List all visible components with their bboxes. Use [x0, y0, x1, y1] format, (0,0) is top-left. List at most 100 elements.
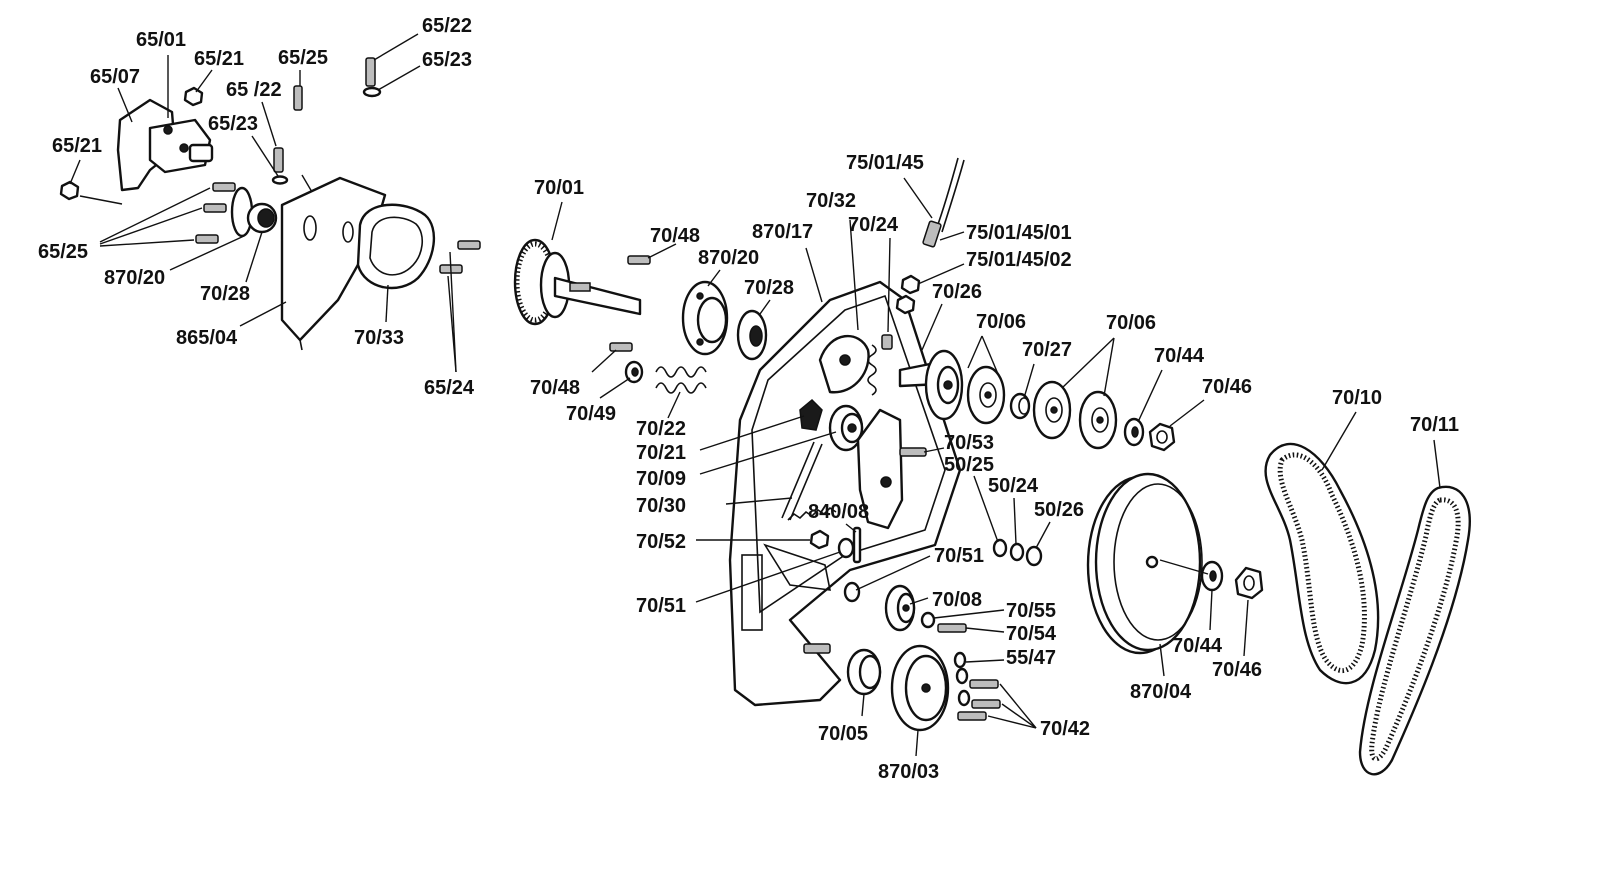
nut-75-01-45-02	[895, 274, 921, 315]
callout-70-05: 70/05	[818, 723, 868, 745]
callout-50-25: 50/25	[944, 454, 994, 476]
callout-70-49: 70/49	[566, 403, 616, 425]
callout-65-22-top: 65/22	[422, 15, 472, 37]
leader-lines	[69, 33, 1441, 757]
callout-840-08: 840/08	[808, 501, 869, 523]
callout-70-28-left: 70/28	[200, 283, 250, 305]
callout-70-27: 70/27	[1022, 339, 1072, 361]
callout-70-24: 70/24	[848, 214, 899, 236]
callout-70-52: 70/52	[636, 531, 686, 553]
washer-70-44-right	[1200, 560, 1224, 592]
callout-70-54: 70/54	[1006, 623, 1057, 645]
callout-65-21-top: 65/21	[194, 48, 244, 70]
callout-75-01-45-01: 75/01/45/01	[966, 222, 1072, 244]
callout-870-04: 870/04	[1130, 681, 1192, 703]
callout-65-22-mid: 65 /22	[226, 79, 282, 101]
latch-70-21	[799, 398, 823, 431]
gearbox-housing	[116, 98, 214, 192]
callout-70-46-bottom: 70/46	[1212, 659, 1262, 681]
callout-65-23-top: 65/23	[422, 49, 472, 71]
screws-65-24	[439, 240, 481, 274]
bearing-70-28-center	[736, 309, 768, 361]
callout-865-04: 865/04	[176, 327, 238, 349]
callout-70-09: 70/09	[636, 468, 686, 490]
cable-75-01-45	[922, 157, 965, 248]
callout-70-32: 70/32	[806, 190, 856, 212]
spring-70-24	[867, 344, 877, 396]
belt-70-11	[1358, 485, 1471, 776]
callout-70-06-right: 70/06	[1106, 312, 1156, 334]
callout-870-20-left: 870/20	[104, 267, 165, 289]
pulley-870-03	[890, 644, 950, 732]
callout-50-26: 50/26	[1034, 499, 1084, 521]
pulley-halves-70-06	[966, 365, 1118, 450]
nut-70-52	[809, 529, 830, 550]
callout-70-51-left: 70/51	[636, 595, 686, 617]
belt-70-10	[1264, 442, 1380, 685]
callout-50-24: 50/24	[988, 475, 1039, 497]
callout-70-01: 70/01	[534, 177, 584, 199]
spring-70-22	[655, 366, 707, 394]
bolts-70-42	[955, 667, 1001, 721]
washer-70-49	[624, 360, 644, 384]
bolt-70-54	[920, 611, 967, 633]
callout-70-55: 70/55	[1006, 600, 1056, 622]
callout-70-08: 70/08	[932, 589, 982, 611]
drive-shaft-70-01	[513, 238, 642, 326]
callout-70-11: 70/11	[1410, 414, 1459, 436]
washers-50-24-50-25-50-26	[992, 538, 1043, 567]
callout-70-21: 70/21	[636, 442, 686, 464]
callout-70-42: 70/42	[1040, 718, 1090, 740]
pulley-70-05	[846, 648, 882, 696]
callout-870-03: 870/03	[878, 761, 939, 783]
callout-65-21-left: 65/21	[52, 135, 102, 157]
callout-70-51-right: 70/51	[934, 545, 984, 567]
nut-70-46-right	[1234, 566, 1264, 600]
callout-70-10: 70/10	[1332, 387, 1382, 409]
callout-65-23-mid: 65/23	[208, 113, 258, 135]
nut-55-47	[953, 651, 967, 669]
belt-70-33	[356, 203, 436, 290]
lever-arm-70-53	[856, 408, 927, 530]
pin-840-08	[852, 526, 862, 564]
bracket-865-04	[280, 176, 387, 351]
nut-70-46	[1148, 422, 1176, 452]
washer-70-44	[1123, 417, 1145, 447]
callout-70-48-top: 70/48	[650, 225, 700, 247]
callout-70-06-left: 70/06	[976, 311, 1026, 333]
callout-70-26: 70/26	[932, 281, 982, 303]
callout-65-25-left: 65/25	[38, 241, 88, 263]
callout-870-20-center: 870/20	[698, 247, 759, 269]
shaft-70-26	[898, 349, 964, 421]
spring-70-30	[781, 441, 837, 521]
callout-65-25-top: 65/25	[278, 47, 328, 69]
callout-70-46-top: 70/46	[1202, 376, 1252, 398]
large-pulley-870-04	[1086, 472, 1203, 655]
callout-65-24: 65/24	[424, 377, 475, 399]
callout-70-44-top: 70/44	[1154, 345, 1205, 367]
bolt-65-22	[271, 57, 382, 185]
flange-870-20-center	[681, 280, 729, 356]
stud-70-51	[803, 643, 831, 654]
callout-70-48-bottom: 70/48	[530, 377, 580, 399]
callout-70-53: 70/53	[944, 432, 994, 454]
washers-70-51	[837, 537, 861, 603]
spacer-70-27	[1009, 392, 1031, 420]
tension-arm-70-32	[818, 334, 893, 394]
callout-55-47: 55/47	[1006, 647, 1056, 669]
callout-75-01-45: 75/01/45	[846, 152, 924, 174]
nut-65-21-left	[59, 180, 80, 201]
callout-65-07: 65/07	[90, 66, 140, 88]
callout-70-28-center: 70/28	[744, 277, 794, 299]
callout-labels: 65/01 65/07 65/21 65/25 65 /22 65/22 65/…	[38, 15, 1459, 783]
callout-70-30: 70/30	[636, 495, 686, 517]
callout-65-01: 65/01	[136, 29, 186, 51]
pulley-70-08	[884, 584, 916, 632]
bolts-65-25	[195, 85, 303, 244]
flange-870-20-left	[230, 186, 278, 238]
bolts-70-48	[609, 255, 651, 352]
callout-70-44-bottom: 70/44	[1172, 635, 1223, 657]
callout-70-33: 70/33	[354, 327, 404, 349]
idler-pulley-70-09	[828, 404, 864, 452]
